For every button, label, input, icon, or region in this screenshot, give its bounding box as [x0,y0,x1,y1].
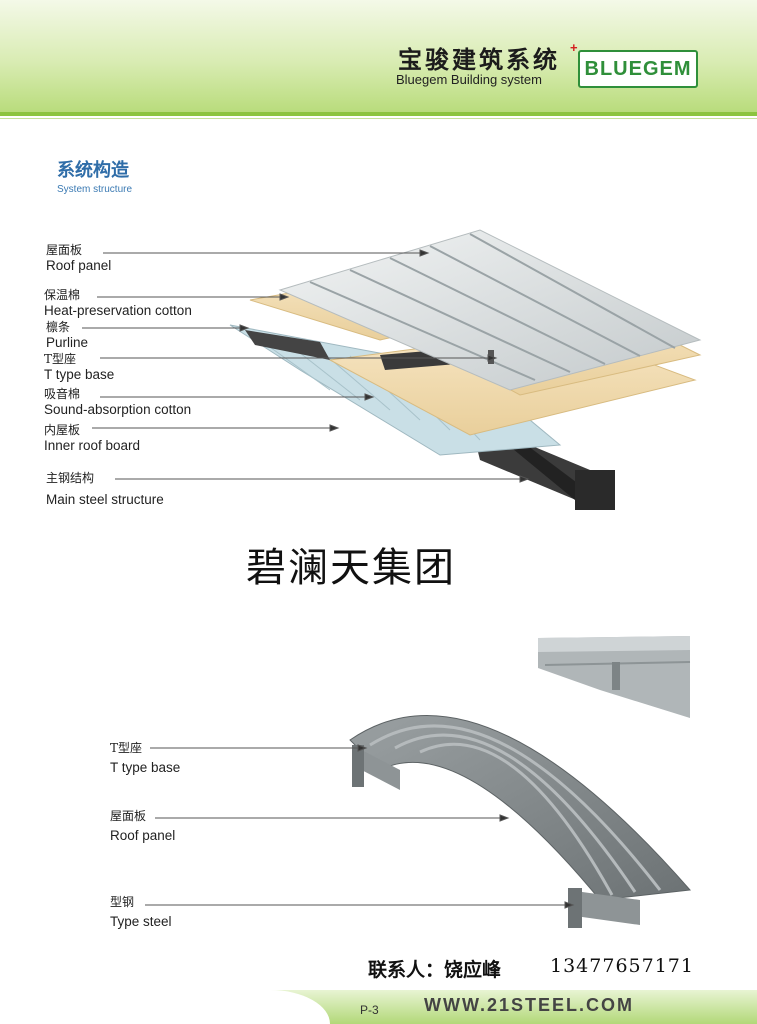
flat-panel-photo [538,636,691,718]
header-divider [0,112,757,116]
header-divider-thin [0,118,757,119]
bluegem-logo: BLUEGEM [578,50,698,88]
arch-panel-diagram [349,714,692,928]
section-title-en: System structure [57,184,133,195]
roof-system-diagram [229,229,702,510]
footer-url[interactable]: WWW.21STEEL.COM [424,995,634,1015]
bottom-leader-lines [145,744,575,909]
page-number: P-3 [360,1003,379,1017]
top-leader-lines [82,249,530,483]
footer-white-curve [0,990,330,1024]
logo-text: BLUEGEM [584,58,692,80]
section-title-cn: 系统构造 [57,160,129,181]
logo-plus-mark: + [570,40,578,55]
contact-phone: 13477657171 [550,955,694,977]
company-watermark: 碧澜天集团 [246,545,456,591]
contact-person: 联系人：饶应峰 [368,959,502,981]
brand-name-cn: 宝骏建筑系统 [398,45,560,74]
brand-name-en: Bluegem Building system [396,72,542,87]
